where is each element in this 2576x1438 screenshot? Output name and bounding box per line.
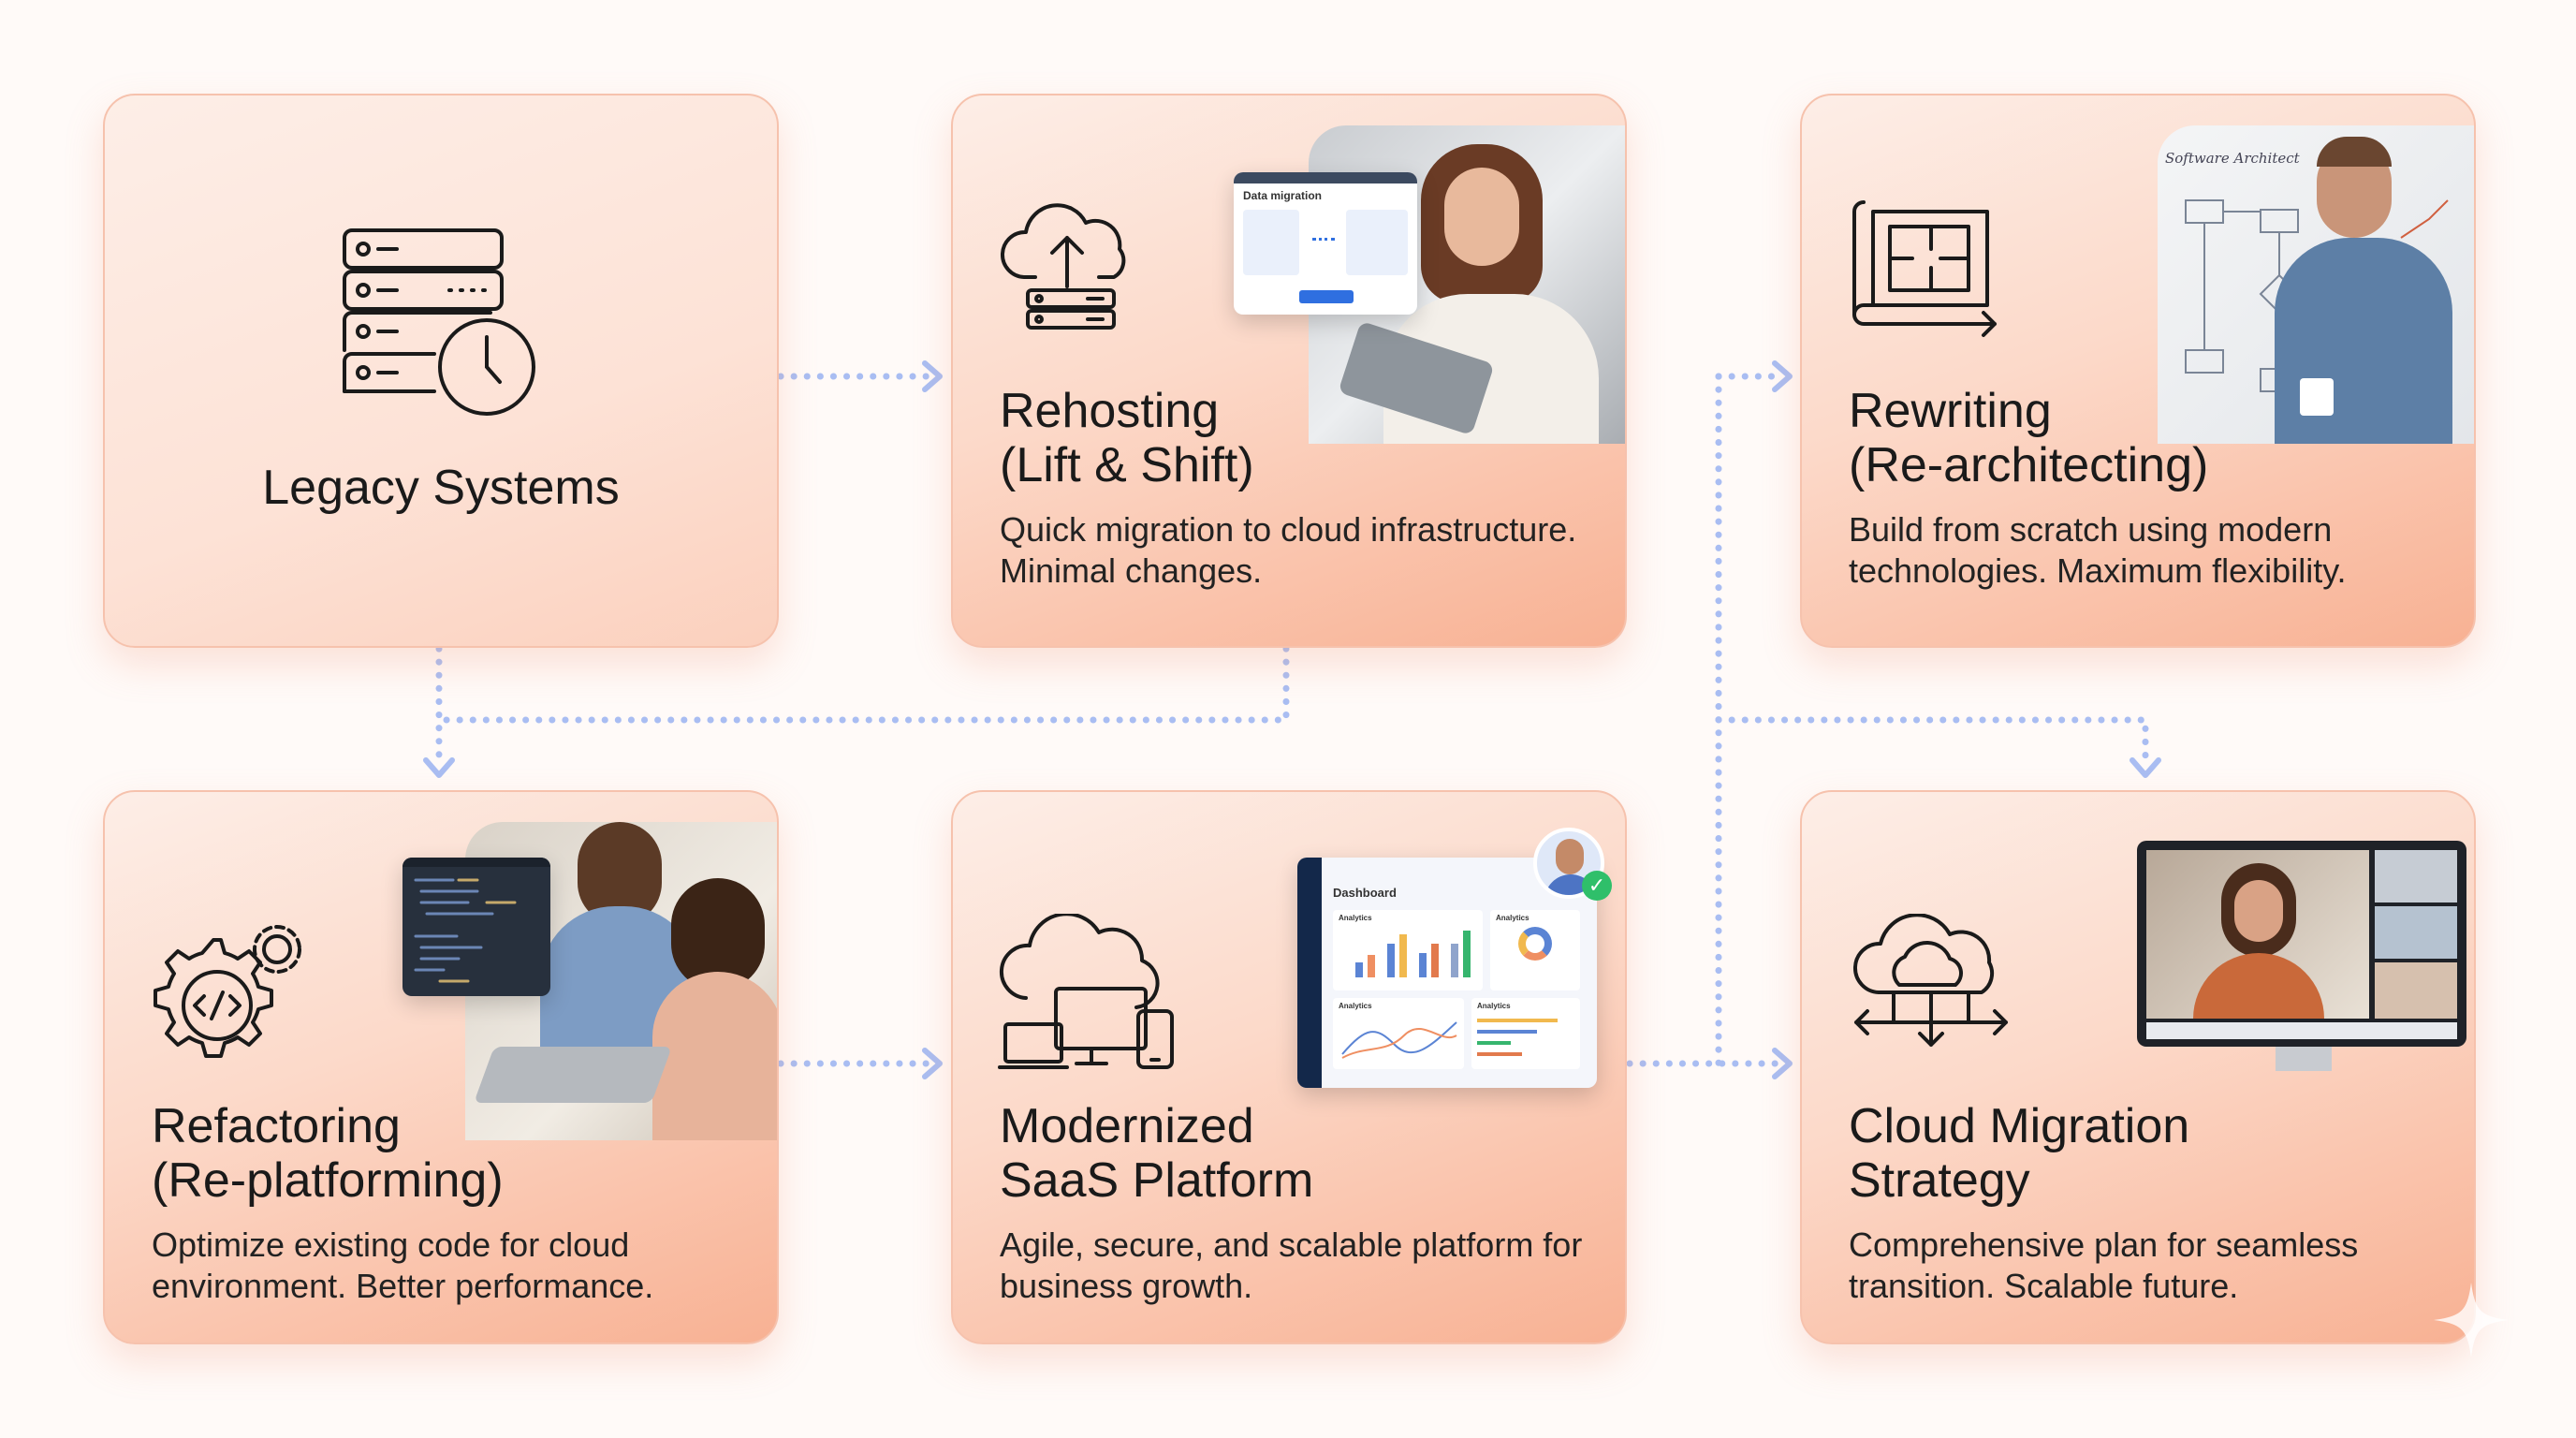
title-line: Cloud Migration [1849, 1099, 2190, 1153]
card-saas-platform: Dashboard Analytics Analytics Analytics … [951, 790, 1627, 1344]
connector-rehosting-to-refactoring [435, 645, 1290, 724]
arrowhead [1772, 360, 1793, 392]
card-title: Legacy Systems [262, 461, 620, 515]
dashboard-mockup: Dashboard Analytics Analytics Analytics … [1297, 858, 1597, 1088]
arrowhead [2130, 757, 2161, 778]
card-rewriting: Software Architect Rewriting(Re-architec… [1800, 94, 2476, 648]
sparkle-icon [2434, 1283, 2509, 1357]
card-title: Rewriting(Re-architecting) [1849, 384, 2208, 492]
panel-title: Analytics [1477, 1002, 1511, 1010]
desc-line: environment. Better performance. [152, 1267, 654, 1305]
arrowhead [922, 1048, 943, 1079]
desc-line: Optimize existing code for cloud [152, 1225, 630, 1264]
desc-line: Comprehensive plan for seamless [1849, 1225, 2359, 1264]
desc-line: Build from scratch using modern [1849, 510, 2333, 549]
connector-to-strategy-top [1715, 716, 2149, 767]
title-line: (Re-architecting) [1849, 438, 2209, 492]
code-editor-window [402, 858, 550, 996]
start-migration-button [1299, 290, 1354, 303]
monitor-stand [2276, 1047, 2332, 1071]
desc-line: Quick migration to cloud infrastructure. [1000, 510, 1577, 549]
title-line: Modernized [1000, 1099, 1254, 1153]
card-title: Refactoring(Re-platforming) [152, 1099, 504, 1208]
arrowhead [922, 360, 943, 392]
data-migration-window: Data migration [1234, 172, 1417, 315]
dashboard-title: Dashboard [1333, 886, 1397, 900]
desc-line: transition. Scalable future. [1849, 1267, 2239, 1305]
card-refactoring: Refactoring(Re-platforming) Optimize exi… [103, 790, 779, 1344]
card-description: Quick migration to cloud infrastructure.… [1000, 509, 1599, 592]
title-line: Refactoring [152, 1099, 401, 1153]
card-legacy-systems: Legacy Systems [103, 94, 779, 648]
cloud-upload-server-icon [1001, 203, 1126, 330]
cloud-devices-icon [998, 914, 1174, 1069]
card-description: Agile, secure, and scalable platform for… [1000, 1225, 1599, 1307]
arrowhead [423, 757, 455, 778]
cloud-network-icon [1853, 914, 2008, 1047]
whiteboard-text: Software Architect [2165, 150, 2300, 167]
panel-title: Analytics [1339, 1002, 1372, 1010]
title-line: (Re-platforming) [152, 1153, 504, 1208]
title-line: SaaS Platform [1000, 1153, 1314, 1208]
desc-line: business growth. [1000, 1267, 1253, 1305]
desc-line: technologies. Maximum flexibility. [1849, 551, 2347, 590]
panel-title: Analytics [1339, 914, 1372, 922]
card-title: Rehosting(Lift & Shift) [1000, 384, 1254, 492]
photo-developers-laptop [465, 822, 777, 1140]
photo-architect-whiteboard: Software Architect [2158, 125, 2474, 444]
server-clock-icon [343, 228, 535, 416]
title-line: (Lift & Shift) [1000, 438, 1254, 492]
arrowhead [1772, 1048, 1793, 1079]
desc-line: Agile, secure, and scalable platform for [1000, 1225, 1583, 1264]
mockup-title: Data migration [1243, 189, 1323, 202]
title-line: Rewriting [1849, 384, 2052, 438]
panel-title: Analytics [1496, 914, 1530, 922]
code-gear-icon [154, 925, 301, 1058]
card-rehosting: Data migration Rehosting(Lift & Shift) Q… [951, 94, 1627, 648]
title-line: Rehosting [1000, 384, 1220, 438]
video-call-monitor [2137, 841, 2466, 1047]
title-line: Strategy [1849, 1153, 2030, 1208]
desc-line: Minimal changes. [1000, 551, 1263, 590]
check-badge-icon: ✓ [1582, 871, 1612, 901]
blueprint-icon [1852, 200, 1997, 337]
